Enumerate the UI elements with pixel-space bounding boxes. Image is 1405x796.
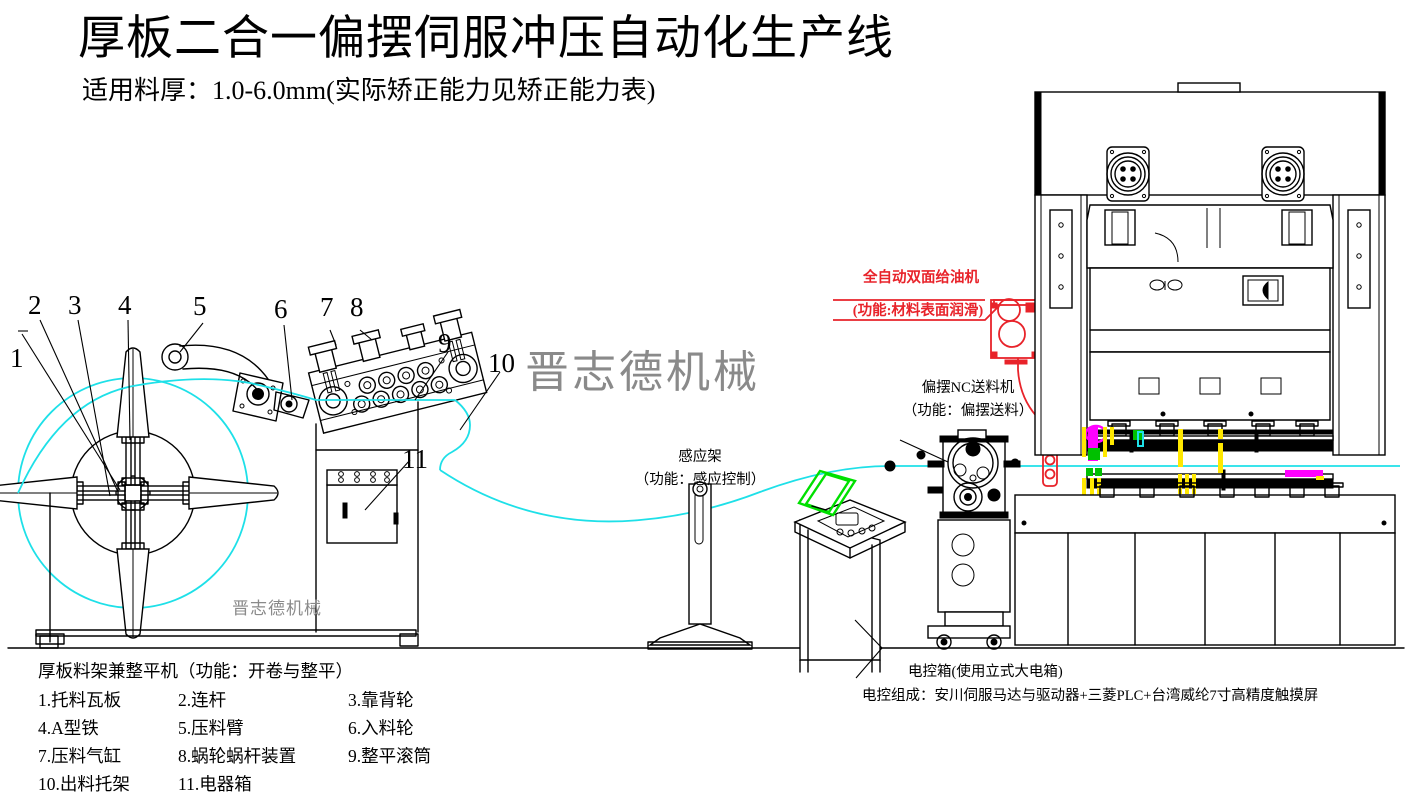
sensor-rack-label-name: 感应架 xyxy=(678,449,722,465)
motor-mount-left xyxy=(1106,146,1150,202)
oiler-label-name: 全自动双面给油机 xyxy=(863,270,979,286)
legend-row: 4.A型铁 5.压料臂 6.入料轮 xyxy=(38,715,431,740)
callout-5: 5 xyxy=(193,291,207,321)
pressure-arm-assembly xyxy=(161,343,310,422)
leveler-stand xyxy=(315,401,419,633)
legend-item: 5.压料臂 xyxy=(178,718,244,738)
watermark-small: 晋志德机械 xyxy=(232,599,322,619)
nc-feeder-label-function: （功能：偏摆送料） xyxy=(902,403,1034,419)
callout-2: 2 xyxy=(28,290,42,320)
legend-item: 3.靠背轮 xyxy=(348,690,414,710)
callout-3: 3 xyxy=(68,290,82,320)
control-cabinet-label-name: 电控箱(使用立式大电箱) xyxy=(908,664,1063,680)
upper-die xyxy=(1086,429,1334,453)
callout-8: 8 xyxy=(350,292,364,322)
press-logo xyxy=(1149,279,1183,291)
sensor-rack-label-function: （功能：感应控制） xyxy=(634,472,766,488)
watermark-main: 晋志德机械 xyxy=(525,347,760,398)
legend-item: 7.压料气缸 xyxy=(38,746,122,766)
control-console xyxy=(793,469,907,673)
legend-heading: 厚板料架兼整平机（功能：开卷与整平） xyxy=(38,661,353,681)
legend-item: 6.入料轮 xyxy=(348,718,414,738)
electrical-box xyxy=(326,469,399,544)
callout-11: 11 xyxy=(402,444,428,474)
label-leader-lines xyxy=(833,299,1001,463)
callout-4: 4 xyxy=(118,290,132,320)
callout-7: 7 xyxy=(320,292,334,322)
nc-feeder-label-name: 偏摆NC送料机 xyxy=(921,380,1015,396)
press-machine xyxy=(1014,82,1396,646)
legend-item: 9.整平滚筒 xyxy=(348,746,432,766)
legend-item: 10.出料托架 xyxy=(38,774,130,794)
legend-block: 厚板料架兼整平机（功能：开卷与整平） 1.托料瓦板 2.连杆 3.靠背轮 4.A… xyxy=(38,658,431,796)
legend-item: 11.电器箱 xyxy=(178,774,252,794)
sensor-rack xyxy=(647,481,753,650)
legend-item: 1.托料瓦板 xyxy=(38,690,122,710)
legend-row: 7.压料气缸 8.蜗轮蜗杆装置 9.整平滚筒 xyxy=(38,743,431,768)
callout-6: 6 xyxy=(274,294,288,324)
legend-item: 2.连杆 xyxy=(178,690,227,710)
bed-tslots xyxy=(1095,482,1344,498)
nc-feeder xyxy=(927,429,1021,650)
decoiler-machine xyxy=(0,347,419,649)
leveler-head xyxy=(307,308,488,434)
page-subtitle: 适用料厚：1.0-6.0mm(实际矫正能力见矫正能力表) xyxy=(82,76,656,105)
lower-die xyxy=(1086,469,1334,491)
callout-1: 1 xyxy=(10,343,24,373)
callout-9: 9 xyxy=(438,328,452,358)
legend-item: 8.蜗轮蜗杆装置 xyxy=(178,746,297,766)
page-title: 厚板二合一偏摆伺服冲压自动化生产线 xyxy=(78,13,894,65)
legend-row: 10.出料托架 11.电器箱 xyxy=(38,771,431,796)
oiler-label-function: (功能:材料表面润滑) xyxy=(852,303,984,319)
callout-leader-lines xyxy=(18,319,883,679)
legend-row: 1.托料瓦板 2.连杆 3.靠背轮 xyxy=(38,687,431,712)
motor-mount-right xyxy=(1261,146,1305,202)
control-cabinet-label-composition: 电控组成：安川伺服马达与驱动器+三菱PLC+台湾威纶7寸高精度触摸屏 xyxy=(862,688,1319,704)
legend-item: 4.A型铁 xyxy=(38,718,99,738)
strip-nodes xyxy=(884,450,1020,472)
callout-10: 10 xyxy=(488,348,515,378)
